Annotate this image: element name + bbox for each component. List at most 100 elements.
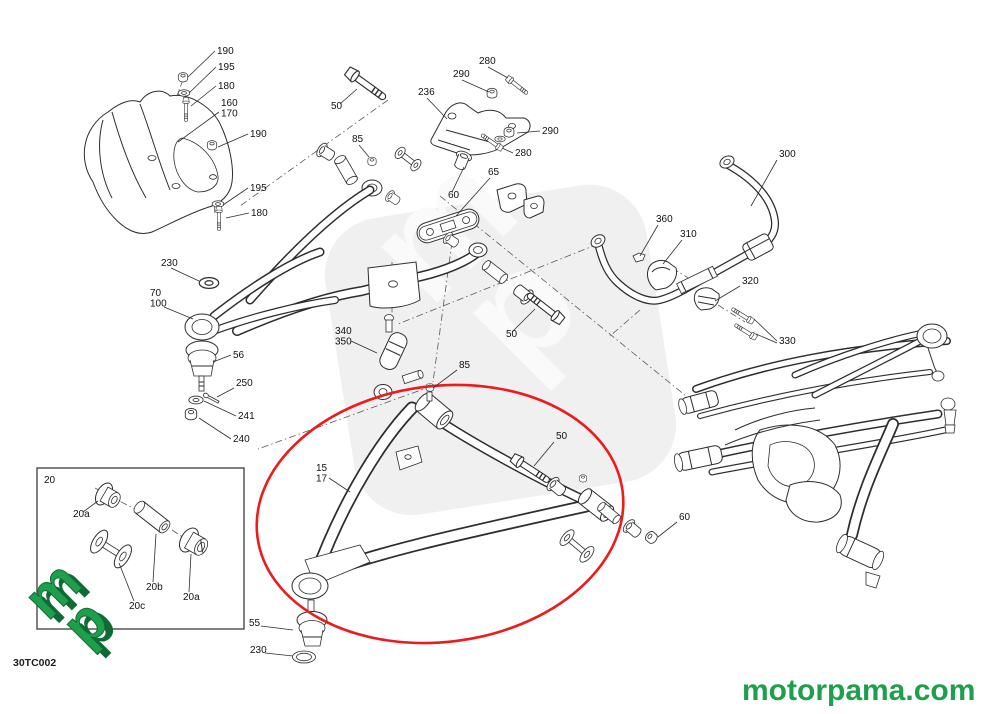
leader-line xyxy=(187,50,216,78)
part-label: 56 xyxy=(233,350,245,361)
sleeve-20b xyxy=(133,500,171,534)
leader-line xyxy=(328,477,351,493)
leader-line xyxy=(432,369,458,389)
leader-line xyxy=(461,79,490,93)
leader-line xyxy=(426,97,448,120)
seal-230-upper xyxy=(198,277,220,289)
leader-line xyxy=(188,66,217,94)
part-label: 85 xyxy=(459,360,471,371)
sway-bar-link xyxy=(373,314,424,400)
dogbone-20c xyxy=(90,529,132,569)
part-label: 190 xyxy=(250,129,267,140)
leader-line xyxy=(511,308,536,333)
leader-line xyxy=(152,533,157,583)
dogbone-washer xyxy=(394,146,422,172)
leader-line xyxy=(639,224,659,257)
lower-a-arm xyxy=(291,383,615,600)
leader-line xyxy=(188,553,192,593)
part-label: 195 xyxy=(250,183,267,194)
leader-line xyxy=(714,285,741,302)
ball-joint-55-stack xyxy=(292,599,328,664)
leader-line xyxy=(662,239,683,265)
cotter-pin-250 xyxy=(203,392,220,404)
leader-line xyxy=(358,144,370,158)
part-label: 230 xyxy=(250,645,267,656)
leader-line xyxy=(264,652,294,657)
part-label: 50 xyxy=(331,101,343,112)
lower-arm-hardware xyxy=(508,451,660,563)
leader-line xyxy=(163,306,194,320)
leader-line xyxy=(118,562,135,602)
leader-line xyxy=(350,340,378,354)
leader-line xyxy=(216,387,235,398)
leader-line xyxy=(755,333,778,344)
clamp-bolt-330 xyxy=(732,321,759,342)
part-label: 85 xyxy=(352,134,364,145)
assembled-suspension xyxy=(673,323,957,589)
website-watermark: motorpama.com xyxy=(742,674,975,707)
sway-bar-sleeve xyxy=(676,265,718,295)
part-label: 50 xyxy=(556,431,568,442)
leader-line xyxy=(339,88,358,105)
part-label: 195 xyxy=(218,62,235,73)
leader-line xyxy=(753,318,778,342)
leader-line xyxy=(170,267,200,282)
leader-line xyxy=(533,441,555,467)
leader-line xyxy=(657,521,678,538)
leader-line xyxy=(217,133,249,148)
sway-bar-mount-bushing xyxy=(742,233,774,261)
leader-line xyxy=(260,625,294,631)
leader-line xyxy=(455,177,491,217)
part-label: 300 xyxy=(779,149,796,160)
part-label: 360 xyxy=(656,214,673,225)
part-label: 330 xyxy=(779,336,796,347)
leader-line xyxy=(198,417,232,440)
sway-bar-300 xyxy=(590,155,780,342)
part-label: 50 xyxy=(506,329,518,340)
leader-line xyxy=(82,500,99,513)
part-label: 250 xyxy=(236,378,253,389)
leader-line xyxy=(516,130,541,134)
part-label: 20a xyxy=(73,509,90,520)
bushing-clamp-320 xyxy=(693,287,720,311)
leader-line xyxy=(487,66,509,79)
part-label: 55 xyxy=(249,618,261,629)
leader-line xyxy=(451,166,465,193)
pivot-bolt-50-center xyxy=(481,260,567,327)
highlight-ellipse xyxy=(255,383,625,645)
part-label: 320 xyxy=(742,276,759,287)
bushing-20a xyxy=(179,527,209,556)
part-label: 310 xyxy=(680,229,697,240)
part-label: 60 xyxy=(679,512,691,523)
fender-panel xyxy=(83,90,233,234)
dogbone-washer xyxy=(559,529,595,563)
part-label: 20b xyxy=(146,582,163,593)
part-label: 20c xyxy=(129,601,145,612)
part-label: 65 xyxy=(488,167,500,178)
link-plate-65 xyxy=(416,148,545,251)
ball-joint-56-stack xyxy=(184,340,220,421)
drawing-code: 30TC002 xyxy=(13,657,56,669)
part-label: 290 xyxy=(453,69,470,80)
part-label: 290 xyxy=(542,126,559,137)
part-label: 180 xyxy=(251,208,268,219)
retainer-clip-360 xyxy=(632,252,646,263)
leader-line xyxy=(750,159,778,207)
leader-line xyxy=(501,147,514,154)
part-label: 236 xyxy=(418,87,435,98)
part-label: 280 xyxy=(515,148,532,159)
leader-line xyxy=(203,400,237,417)
leader-line xyxy=(225,212,250,219)
pivot-spacer xyxy=(334,155,358,185)
part-label: 241 xyxy=(238,411,255,422)
part-label: 280 xyxy=(479,56,496,67)
part-label: 240 xyxy=(233,434,250,445)
leader-line xyxy=(177,111,220,143)
leader-line xyxy=(222,187,249,206)
